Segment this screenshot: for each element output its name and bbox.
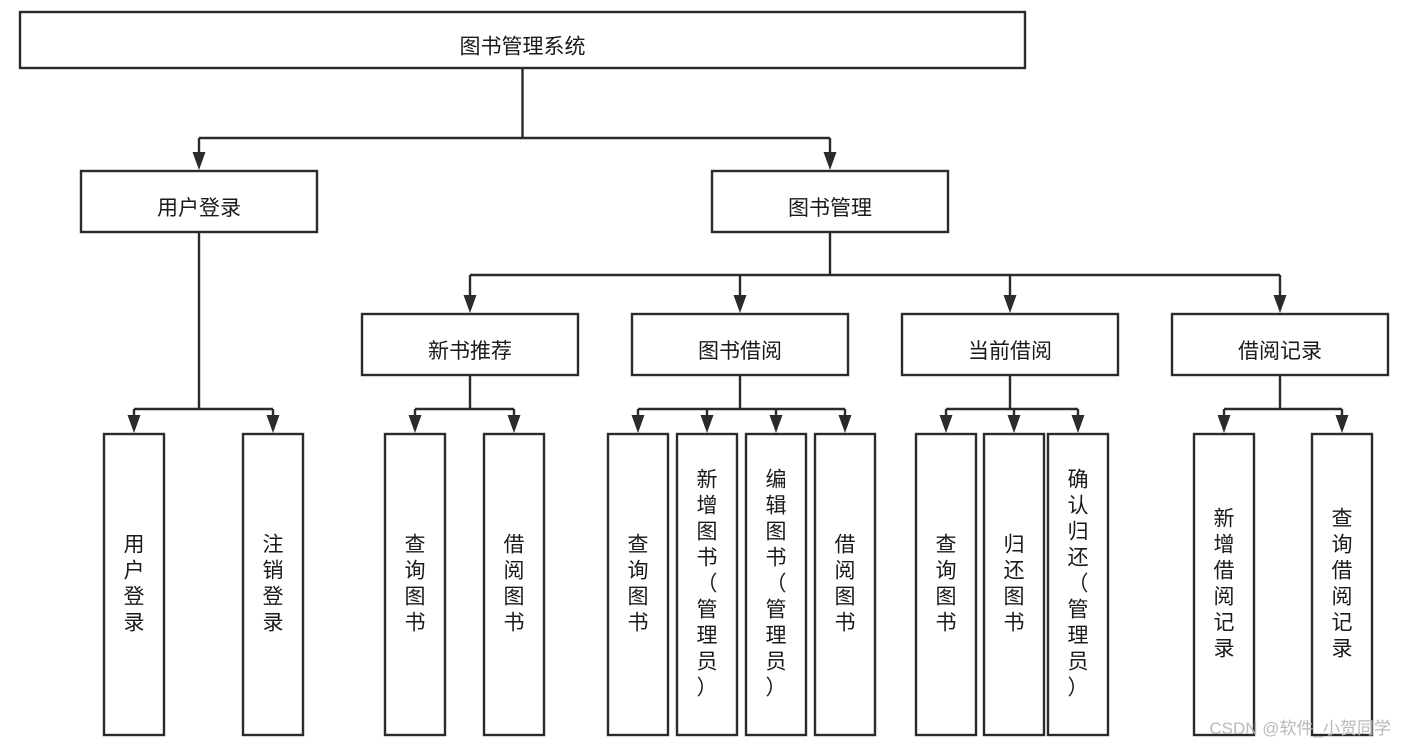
node-leaf-query-record[interactable]: 查询借阅记录: [1310, 432, 1374, 737]
node-label-leaf-query-book-2: 查询图书: [628, 533, 649, 634]
node-box-leaf-return-book[interactable]: [982, 432, 1046, 737]
node-book-borrow[interactable]: 图书借阅: [630, 312, 850, 377]
arrow-head-leaf-logout: [266, 415, 280, 433]
node-label-leaf-query-book-3: 查询图书: [936, 533, 957, 634]
node-leaf-edit-book[interactable]: 编辑图书（管理员）: [744, 432, 808, 737]
node-borrow-record[interactable]: 借阅记录: [1170, 312, 1390, 377]
arrow-head-user-login: [192, 152, 206, 170]
node-label-current-borrow: 当前借阅: [968, 340, 1052, 363]
node-leaf-add-record[interactable]: 新增借阅记录: [1192, 432, 1256, 737]
node-label-leaf-add-book: 新增图书（管理员）: [697, 468, 718, 699]
arrow-head-leaf-user-login: [127, 415, 141, 433]
node-leaf-return-book[interactable]: 归还图书: [982, 432, 1046, 737]
node-box-new-book-rec[interactable]: [360, 312, 580, 377]
node-label-leaf-confirm-return: 确认归还（管理员）: [1068, 468, 1089, 699]
node-label-leaf-query-record: 查询借阅记录: [1332, 507, 1353, 660]
node-box-user-login[interactable]: [79, 169, 319, 234]
connector-layer: [127, 68, 1349, 433]
node-box-root[interactable]: [18, 10, 1027, 70]
node-box-leaf-borrow-book-1[interactable]: [482, 432, 546, 737]
node-label-book-manage: 图书管理: [788, 197, 872, 220]
node-label-borrow-record: 借阅记录: [1238, 340, 1322, 363]
node-label-leaf-logout: 注销登录: [263, 533, 284, 634]
arrow-head-leaf-add-book: [700, 415, 714, 433]
node-label-leaf-edit-book: 编辑图书（管理员）: [766, 468, 787, 699]
node-leaf-borrow-book-2[interactable]: 借阅图书: [813, 432, 877, 737]
arrow-head-leaf-add-record: [1217, 415, 1231, 433]
arrow-head-leaf-query-record: [1335, 415, 1349, 433]
node-label-book-borrow: 图书借阅: [698, 340, 782, 363]
node-book-manage[interactable]: 图书管理: [710, 169, 950, 234]
arrow-head-leaf-query-book-3: [939, 415, 953, 433]
node-box-leaf-logout[interactable]: [241, 432, 305, 737]
node-box-leaf-borrow-book-2[interactable]: [813, 432, 877, 737]
node-leaf-query-book-1[interactable]: 查询图书: [383, 432, 447, 737]
node-label-leaf-return-book: 归还图书: [1004, 533, 1025, 634]
node-leaf-user-login[interactable]: 用户登录: [102, 432, 166, 737]
node-box-borrow-record[interactable]: [1170, 312, 1390, 377]
node-leaf-add-book[interactable]: 新增图书（管理员）: [675, 432, 739, 737]
node-label-user-login: 用户登录: [157, 197, 241, 220]
node-box-leaf-edit-book[interactable]: [744, 432, 808, 737]
node-leaf-query-book-2[interactable]: 查询图书: [606, 432, 670, 737]
node-new-book-rec[interactable]: 新书推荐: [360, 312, 580, 377]
node-label-leaf-borrow-book-2: 借阅图书: [835, 533, 856, 634]
arrow-head-book-manage: [823, 152, 837, 170]
node-label-leaf-borrow-book-1: 借阅图书: [504, 533, 525, 634]
arrow-head-leaf-query-book-2: [631, 415, 645, 433]
node-box-current-borrow[interactable]: [900, 312, 1120, 377]
arrow-head-book-borrow: [733, 295, 747, 313]
node-leaf-logout[interactable]: 注销登录: [241, 432, 305, 737]
arrow-head-current-borrow: [1003, 295, 1017, 313]
node-box-leaf-add-record[interactable]: [1192, 432, 1256, 737]
node-current-borrow[interactable]: 当前借阅: [900, 312, 1120, 377]
node-box-leaf-query-book-1[interactable]: [383, 432, 447, 737]
node-box-book-manage[interactable]: [710, 169, 950, 234]
node-label-new-book-rec: 新书推荐: [428, 340, 512, 363]
node-box-leaf-confirm-return[interactable]: [1046, 432, 1110, 737]
node-label-root: 图书管理系统: [460, 36, 586, 59]
arrow-head-leaf-borrow-book-2: [838, 415, 852, 433]
arrow-head-leaf-query-book-1: [408, 415, 422, 433]
arrow-head-leaf-return-book: [1007, 415, 1021, 433]
arrow-head-new-book-rec: [463, 295, 477, 313]
node-root[interactable]: 图书管理系统: [18, 10, 1027, 70]
arrow-head-leaf-borrow-book-1: [507, 415, 521, 433]
node-label-leaf-user-login: 用户登录: [124, 533, 145, 634]
node-user-login[interactable]: 用户登录: [79, 169, 319, 234]
node-box-leaf-add-book[interactable]: [675, 432, 739, 737]
node-box-leaf-query-book-3[interactable]: [914, 432, 978, 737]
node-label-leaf-add-record: 新增借阅记录: [1214, 507, 1235, 660]
arrow-head-leaf-confirm-return: [1071, 415, 1085, 433]
node-leaf-query-book-3[interactable]: 查询图书: [914, 432, 978, 737]
node-box-leaf-query-book-2[interactable]: [606, 432, 670, 737]
node-box-book-borrow[interactable]: [630, 312, 850, 377]
node-box-leaf-user-login[interactable]: [102, 432, 166, 737]
node-leaf-borrow-book-1[interactable]: 借阅图书: [482, 432, 546, 737]
node-leaf-confirm-return[interactable]: 确认归还（管理员）: [1046, 432, 1110, 737]
arrow-head-borrow-record: [1273, 295, 1287, 313]
node-layer: 图书管理系统用户登录图书管理新书推荐图书借阅当前借阅借阅记录用户登录注销登录查询…: [18, 10, 1390, 737]
node-label-leaf-query-book-1: 查询图书: [405, 533, 426, 634]
arrow-head-leaf-edit-book: [769, 415, 783, 433]
node-box-leaf-query-record[interactable]: [1310, 432, 1374, 737]
